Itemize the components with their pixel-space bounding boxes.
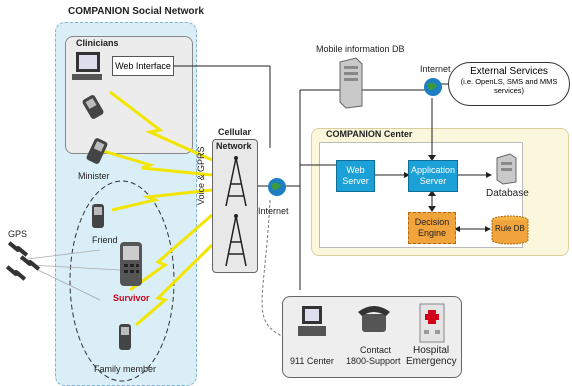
database-server-icon xyxy=(496,153,517,185)
web-server-line2: Server xyxy=(342,176,369,186)
gps-label: GPS xyxy=(8,229,28,239)
external-title: External Services xyxy=(470,66,548,77)
minister-phone-icon xyxy=(86,138,108,164)
external-sub2: services) xyxy=(493,86,524,95)
internet-top-label: Internet xyxy=(420,64,451,74)
hospital-icon xyxy=(419,303,445,343)
decision-line2: Engine xyxy=(417,228,446,238)
web-interface-box: Web Interface xyxy=(112,56,174,76)
hospital-label: Hospital xyxy=(413,345,450,356)
911-center-label: 911 Center xyxy=(290,356,334,366)
cellular-line1: Cellular xyxy=(218,127,252,137)
contact-label: Contact xyxy=(360,345,392,355)
computer-icon xyxy=(72,52,102,80)
telephone-icon xyxy=(358,306,390,332)
mobile-db-label: Mobile information DB xyxy=(316,44,405,54)
minister-label: Minister xyxy=(78,171,110,181)
support-label: 1800-Support xyxy=(346,356,401,366)
mobile-phone-icon xyxy=(82,95,104,119)
emergency-label: Emergency xyxy=(406,356,457,367)
web-server-line1: Web xyxy=(346,165,365,175)
gps-satellites-icon xyxy=(5,241,41,281)
web-interface-label: Web Interface xyxy=(115,61,171,71)
companion-center-title: COMPANION Center xyxy=(326,129,413,139)
friend-label: Friend xyxy=(92,235,118,245)
database-label: Database xyxy=(486,188,529,199)
survivor-label: Survivor xyxy=(113,293,150,303)
computer-911-icon xyxy=(298,306,326,336)
server-icon xyxy=(339,57,363,109)
social-network-title: COMPANION Social Network xyxy=(68,6,204,17)
survivor-phone-icon xyxy=(120,242,142,286)
clinicians-title: Clinicians xyxy=(76,38,119,48)
app-server-line2: Server xyxy=(419,176,447,186)
cellular-line2: Network xyxy=(216,141,252,151)
cellular-label: Cellular xyxy=(218,127,251,137)
rule-db-label: Rule DB xyxy=(495,224,525,233)
globe-icon-top xyxy=(424,78,442,96)
voice-gprs-label: Voice & GPRS xyxy=(196,146,206,205)
family-phone-icon xyxy=(119,324,131,350)
external-sub1: (i.e. OpenLS, SMS and MMS xyxy=(460,77,558,86)
app-server-line1: Application xyxy=(410,165,456,175)
rule-db-cylinder xyxy=(491,215,529,245)
external-services-cloud: External Services (i.e. OpenLS, SMS and … xyxy=(448,62,570,106)
internet-left-label: Internet xyxy=(258,206,289,216)
family-member-label: Family member xyxy=(94,364,157,374)
cell-tower-icon xyxy=(225,156,247,267)
globe-icon-left xyxy=(268,178,286,196)
decision-line1: Decision xyxy=(414,217,450,227)
friend-phone-icon xyxy=(92,204,104,228)
